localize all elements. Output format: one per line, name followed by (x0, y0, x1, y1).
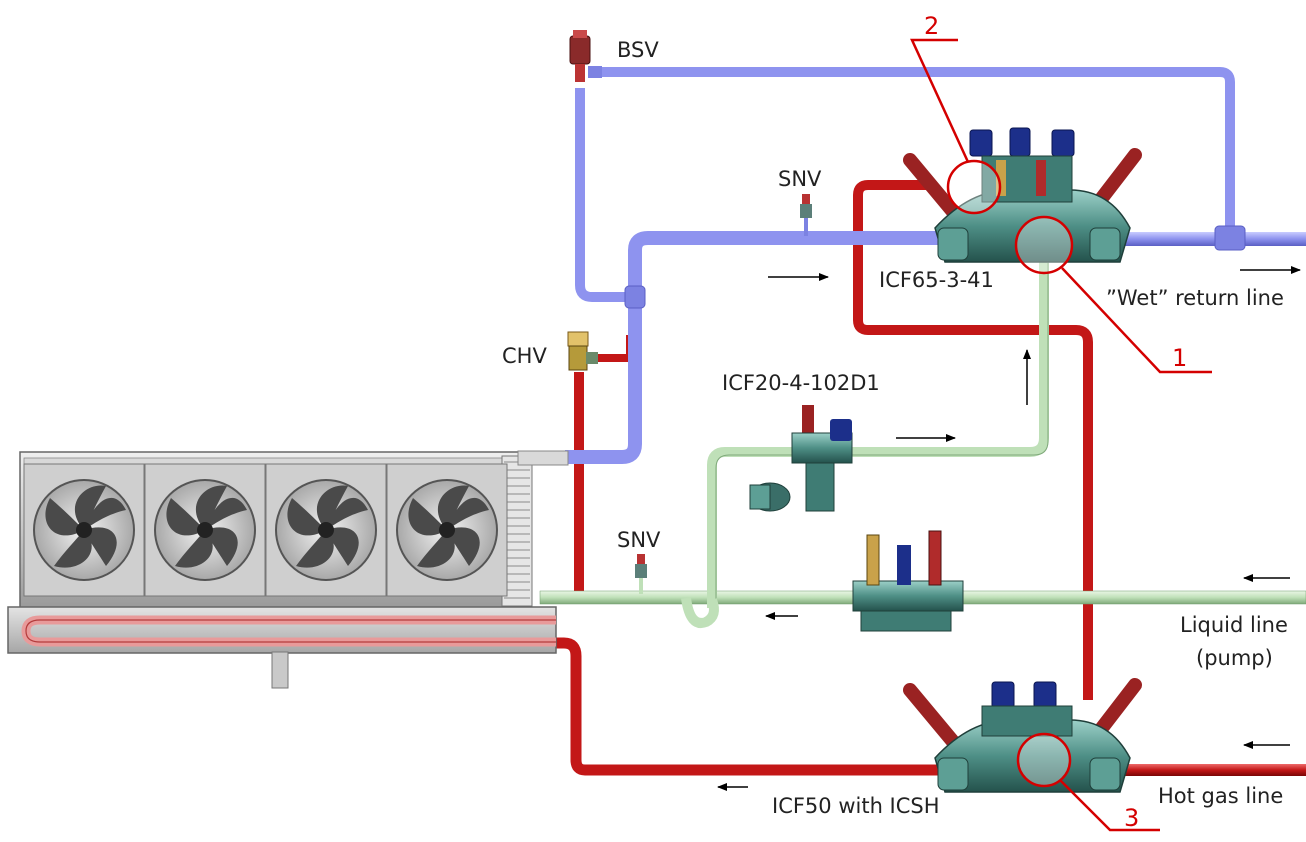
drip-tray (7, 606, 557, 689)
label-wet-return-line: ”Wet” return line (1106, 286, 1284, 310)
label-icf65: ICF65-3-41 (879, 268, 994, 292)
flow-arrows (717, 266, 1301, 791)
callout-numbers: 2 1 3 (924, 12, 1187, 832)
label-icf20: ICF20-4-102D1 (722, 371, 880, 395)
label-snv-bottom: SNV (617, 528, 661, 552)
label-hot-gas-line: Hot gas line (1158, 784, 1283, 808)
snv-valve-icon-top (800, 194, 812, 236)
label-bsv: BSV (617, 38, 659, 62)
fan-icon (23, 463, 145, 597)
liquid-pipes (539, 260, 1306, 628)
snv-valve-icon-bottom (635, 554, 647, 594)
chv-valve-icon (567, 331, 598, 371)
leader-line-1 (1061, 267, 1212, 374)
suction-return-pipes (565, 67, 1306, 464)
labels: BSV SNV CHV ICF65-3-41 ICF20-4-102D1 SNV… (502, 38, 1288, 818)
callout-circle-1 (1014, 215, 1074, 275)
label-liquid-line: Liquid line (1180, 613, 1288, 637)
callout-markers (910, 38, 1212, 832)
bsv-valve-icon (569, 30, 602, 82)
fan-icon (386, 463, 508, 597)
callout-number-2: 2 (924, 12, 939, 40)
liquid-valve-station (852, 530, 964, 632)
solenoid-coil-icon (991, 681, 1057, 709)
icf65-valve-station (903, 127, 1142, 263)
air-cooler-unit (7, 450, 569, 689)
leader-line-3 (1059, 779, 1160, 832)
label-icf50: ICF50 with ICSH (772, 794, 940, 818)
solenoid-coil-icon (969, 127, 1075, 157)
callout-circle-2 (946, 159, 1002, 215)
callout-number-3: 3 (1124, 804, 1139, 832)
callout-number-1: 1 (1172, 344, 1187, 372)
leader-line-2 (910, 38, 970, 163)
fan-icon (144, 463, 266, 597)
icf50-valve-station (903, 678, 1142, 793)
label-chv: CHV (502, 344, 547, 368)
label-liquid-line-pump: (pump) (1196, 646, 1273, 670)
icf20-valve-station (749, 405, 853, 512)
callout-circle-3 (1016, 732, 1072, 788)
label-snv-top: SNV (778, 167, 822, 191)
fan-icon (265, 463, 387, 597)
